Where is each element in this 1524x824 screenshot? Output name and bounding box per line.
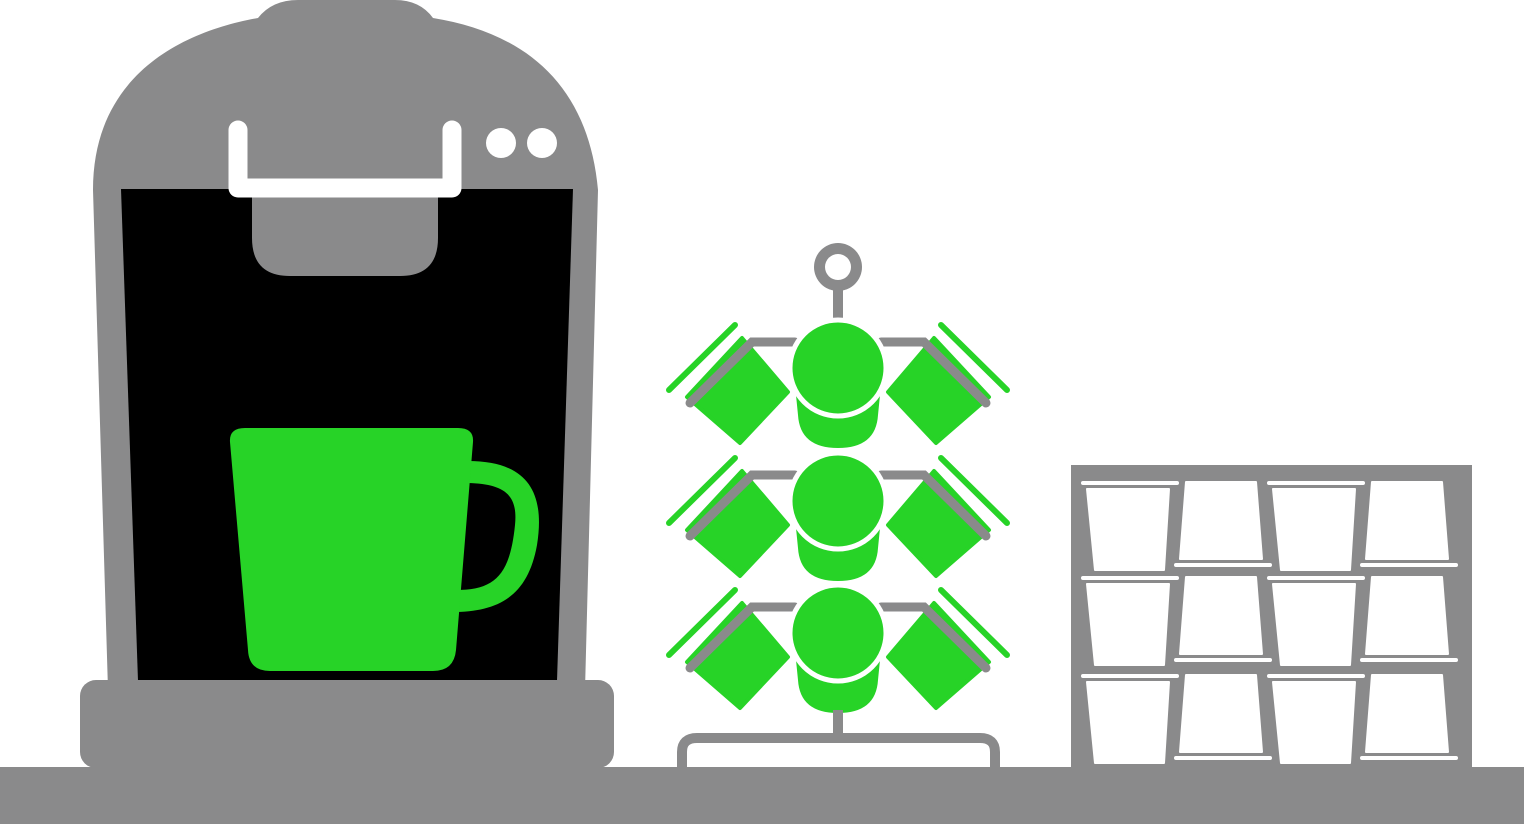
coffee-pod-center-lid[interactable]: [787, 582, 889, 684]
brew-button[interactable]: [527, 128, 557, 158]
drawer-pod-slot[interactable]: [1179, 674, 1263, 753]
pod-carousel: [666, 243, 1010, 768]
pod-lid: [666, 587, 738, 658]
brew-head: [252, 195, 438, 276]
carousel-arm: [876, 602, 991, 673]
drawer-pod-slot[interactable]: [1086, 583, 1170, 666]
carousel-bottom-stem: [833, 710, 843, 738]
drawer-pod-slot[interactable]: [1179, 481, 1263, 560]
drawer-pod-slot[interactable]: [1179, 576, 1263, 655]
tier-left-side: [666, 587, 800, 710]
coffee-pod[interactable]: [685, 601, 790, 710]
drip-tray-base: [80, 680, 614, 768]
carousel-tier: [666, 450, 1010, 581]
pod-lid: [938, 455, 1010, 526]
carousel-arm: [876, 470, 991, 541]
coffee-pod[interactable]: [886, 601, 991, 710]
drawer-pod-slot[interactable]: [1365, 674, 1449, 753]
drawer-pod-slot[interactable]: [1365, 576, 1449, 655]
pod-lid: [938, 322, 1010, 393]
coffee-mug: [229, 428, 539, 671]
carousel-base: [677, 733, 1000, 768]
carousel-arm: [876, 337, 991, 408]
tier-right-side: [876, 455, 1010, 578]
drawer-pod-slot[interactable]: [1086, 681, 1170, 764]
tier-left-side: [666, 455, 800, 578]
drawer-pod-slot[interactable]: [1272, 488, 1356, 571]
countertop: [0, 767, 1524, 824]
mug-body: [229, 428, 474, 671]
coffee-pod-center-lid[interactable]: [787, 450, 889, 552]
carousel-top-stem: [833, 290, 843, 318]
drawer-pod-slot[interactable]: [1272, 583, 1356, 666]
coffee-pod-center-lid[interactable]: [787, 317, 889, 419]
drawer-pod-slot[interactable]: [1365, 481, 1449, 560]
coffee-pod[interactable]: [886, 469, 991, 578]
carousel-ring-hole: [825, 254, 851, 280]
carousel-tier: [666, 582, 1010, 713]
pod-lid: [666, 455, 738, 526]
drawer-pod-slot[interactable]: [1272, 681, 1356, 764]
lid-handle[interactable]: [228, 120, 462, 198]
pod-lid: [938, 587, 1010, 658]
pod-lid: [666, 322, 738, 393]
carousel-arm: [685, 337, 800, 408]
tier-right-side: [876, 322, 1010, 445]
tier-right-side: [876, 587, 1010, 710]
tier-left-side: [666, 322, 800, 445]
carousel-tier: [666, 317, 1010, 448]
pod-drawer: [1071, 465, 1472, 768]
coffee-pod[interactable]: [886, 336, 991, 445]
power-button[interactable]: [486, 128, 516, 158]
coffee-pod[interactable]: [685, 469, 790, 578]
coffee-pod[interactable]: [685, 336, 790, 445]
carousel-arm: [685, 470, 800, 541]
mug-handle: [452, 461, 539, 612]
carousel-arm: [685, 602, 800, 673]
drawer-pod-slot[interactable]: [1086, 488, 1170, 571]
